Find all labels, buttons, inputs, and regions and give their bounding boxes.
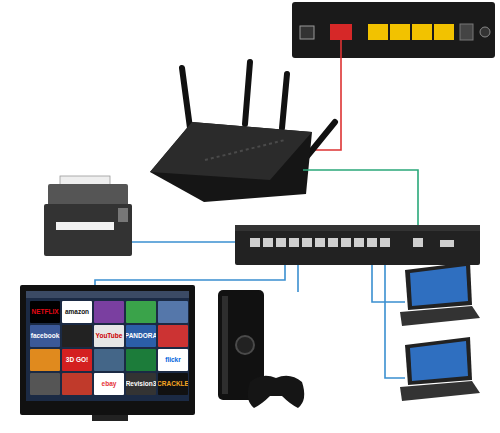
- modem-body: [292, 2, 495, 58]
- app-tile: [62, 373, 92, 395]
- router-antenna: [245, 62, 250, 124]
- tv-screen: [26, 291, 189, 401]
- laptop-display: [410, 266, 468, 306]
- app-name: ebay: [102, 381, 117, 388]
- app-name: PANDORA: [126, 333, 156, 340]
- printer-paper: [60, 176, 110, 185]
- tv-frame: [20, 285, 195, 415]
- app-tile: [62, 325, 92, 347]
- router-antenna: [282, 74, 287, 128]
- printer-scanner: [48, 184, 128, 206]
- app-name: Revision3: [126, 381, 156, 388]
- app-name: NETFLIX: [31, 309, 58, 316]
- app-name: YouTube: [96, 333, 123, 340]
- app-tile: amazon: [62, 301, 92, 323]
- app-tile: [126, 349, 156, 371]
- ethernet-port: [434, 24, 454, 40]
- switch-top: [235, 225, 480, 231]
- laptop-base: [400, 306, 480, 326]
- app-tile: [94, 301, 124, 323]
- router-top: [150, 122, 312, 180]
- app-tile: [94, 349, 124, 371]
- switch-body: [235, 225, 480, 265]
- app-tile: [30, 349, 60, 371]
- printer-body: [44, 204, 132, 256]
- ethernet-port: [390, 24, 410, 40]
- laptop-base: [400, 381, 480, 401]
- app-name: CRACKLE: [158, 381, 188, 388]
- app-tile: NETFLIX: [30, 301, 60, 323]
- power-socket: [480, 27, 490, 37]
- app-tile: [158, 325, 188, 347]
- switch-ports: [250, 238, 454, 247]
- app-name: flickr: [165, 357, 181, 364]
- green-cable: [303, 170, 418, 232]
- app-tile: Revision3: [126, 373, 156, 395]
- tv-stand: [92, 415, 128, 421]
- app-tile: 3D GO!: [62, 349, 92, 371]
- tv-menu-bar: [26, 291, 189, 298]
- app-name: facebook: [31, 333, 60, 340]
- router-leds: [205, 140, 285, 160]
- laptop-screen: [405, 262, 472, 310]
- printer-output: [56, 222, 114, 230]
- xbox-edge: [222, 296, 228, 394]
- app-name: amazon: [65, 309, 89, 316]
- laptop-display: [410, 341, 468, 381]
- router-antenna: [182, 68, 190, 128]
- app-tile: [158, 301, 188, 323]
- app-tile: ebay: [94, 373, 124, 395]
- app-tile: CRACKLE: [158, 373, 188, 395]
- app-tile: flickr: [158, 349, 188, 371]
- broadband-port: [330, 24, 352, 40]
- router-body: [150, 122, 312, 202]
- game-controller: [248, 376, 305, 408]
- app-tile: [126, 301, 156, 323]
- app-tile: [30, 373, 60, 395]
- phone-port: [300, 26, 314, 39]
- xbox-logo: [236, 336, 254, 354]
- printer-panel: [118, 208, 128, 222]
- app-tile: PANDORA: [126, 325, 156, 347]
- ethernet-port: [412, 24, 432, 40]
- app-name: 3D GO!: [66, 357, 88, 364]
- laptop-screen: [405, 337, 472, 385]
- usb-port: [460, 24, 473, 40]
- app-tile: facebook: [30, 325, 60, 347]
- app-tile: YouTube: [94, 325, 124, 347]
- ethernet-port: [368, 24, 388, 40]
